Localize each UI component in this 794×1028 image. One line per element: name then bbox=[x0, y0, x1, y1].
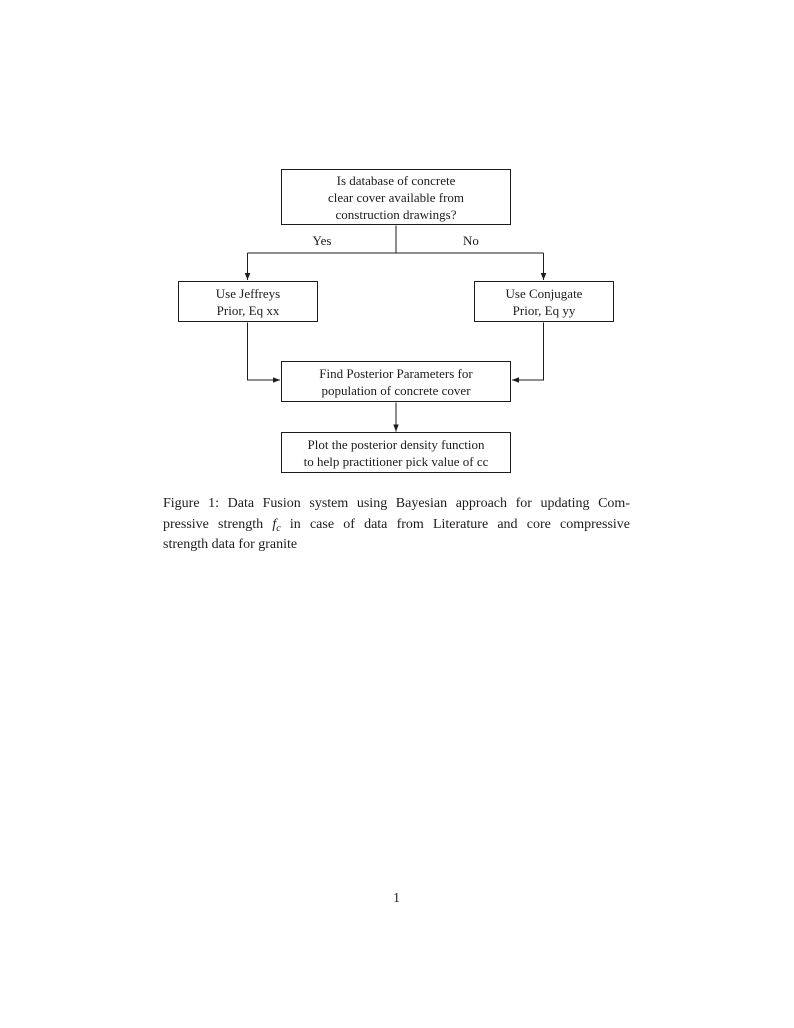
branch-label-yes: Yes bbox=[312, 233, 332, 248]
flowchart-node-conjugate-prior: Use Conjugate Prior, Eq yy bbox=[474, 281, 614, 322]
node-text-line: Plot the posterior density function bbox=[307, 436, 485, 452]
branch-label-no: No bbox=[463, 233, 479, 248]
node-text-line: clear cover available from bbox=[327, 189, 465, 205]
caption-line-3: strength data for granite bbox=[163, 537, 298, 552]
caption-line-2-post: in case of data from Literature and core… bbox=[280, 516, 630, 532]
math-symbol-fc: f bbox=[272, 516, 277, 532]
connector-right-elbow bbox=[512, 322, 544, 383]
caption-line-2-pre: pressive strength bbox=[163, 516, 273, 532]
flowchart-node-posterior-parameters: Find Posterior Parameters for population… bbox=[281, 361, 511, 402]
node-text-line: Prior, Eq yy bbox=[512, 302, 576, 318]
node-text-line: Prior, Eq xx bbox=[216, 302, 280, 318]
node-text-line: Find Posterior Parameters for bbox=[319, 365, 473, 381]
figure-caption: Figure 1: Data Fusion system using Bayes… bbox=[163, 494, 630, 556]
flowchart-node-plot-density: Plot the posterior density function to h… bbox=[281, 432, 511, 473]
page-number: 1 bbox=[393, 890, 400, 905]
math-subscript-c: c bbox=[276, 522, 281, 534]
flowchart-node-question: Is database of concrete clear cover avai… bbox=[281, 169, 511, 225]
node-text-line: population of concrete cover bbox=[321, 382, 471, 398]
caption-line-2: pressive strength fc in case of data fro… bbox=[163, 515, 630, 536]
node-text-line: construction drawings? bbox=[335, 206, 457, 222]
node-text-line: Is database of concrete bbox=[336, 172, 456, 188]
node-text-line: to help practitioner pick value of cc bbox=[303, 453, 489, 469]
node-text-line: Use Jeffreys bbox=[215, 285, 281, 301]
caption-line-1: Figure 1: Data Fusion system using Bayes… bbox=[163, 496, 630, 511]
connector-left-elbow bbox=[247, 322, 280, 383]
flowchart-node-jeffreys-prior: Use Jeffreys Prior, Eq xx bbox=[178, 281, 318, 322]
node-text-line: Use Conjugate bbox=[505, 285, 583, 301]
